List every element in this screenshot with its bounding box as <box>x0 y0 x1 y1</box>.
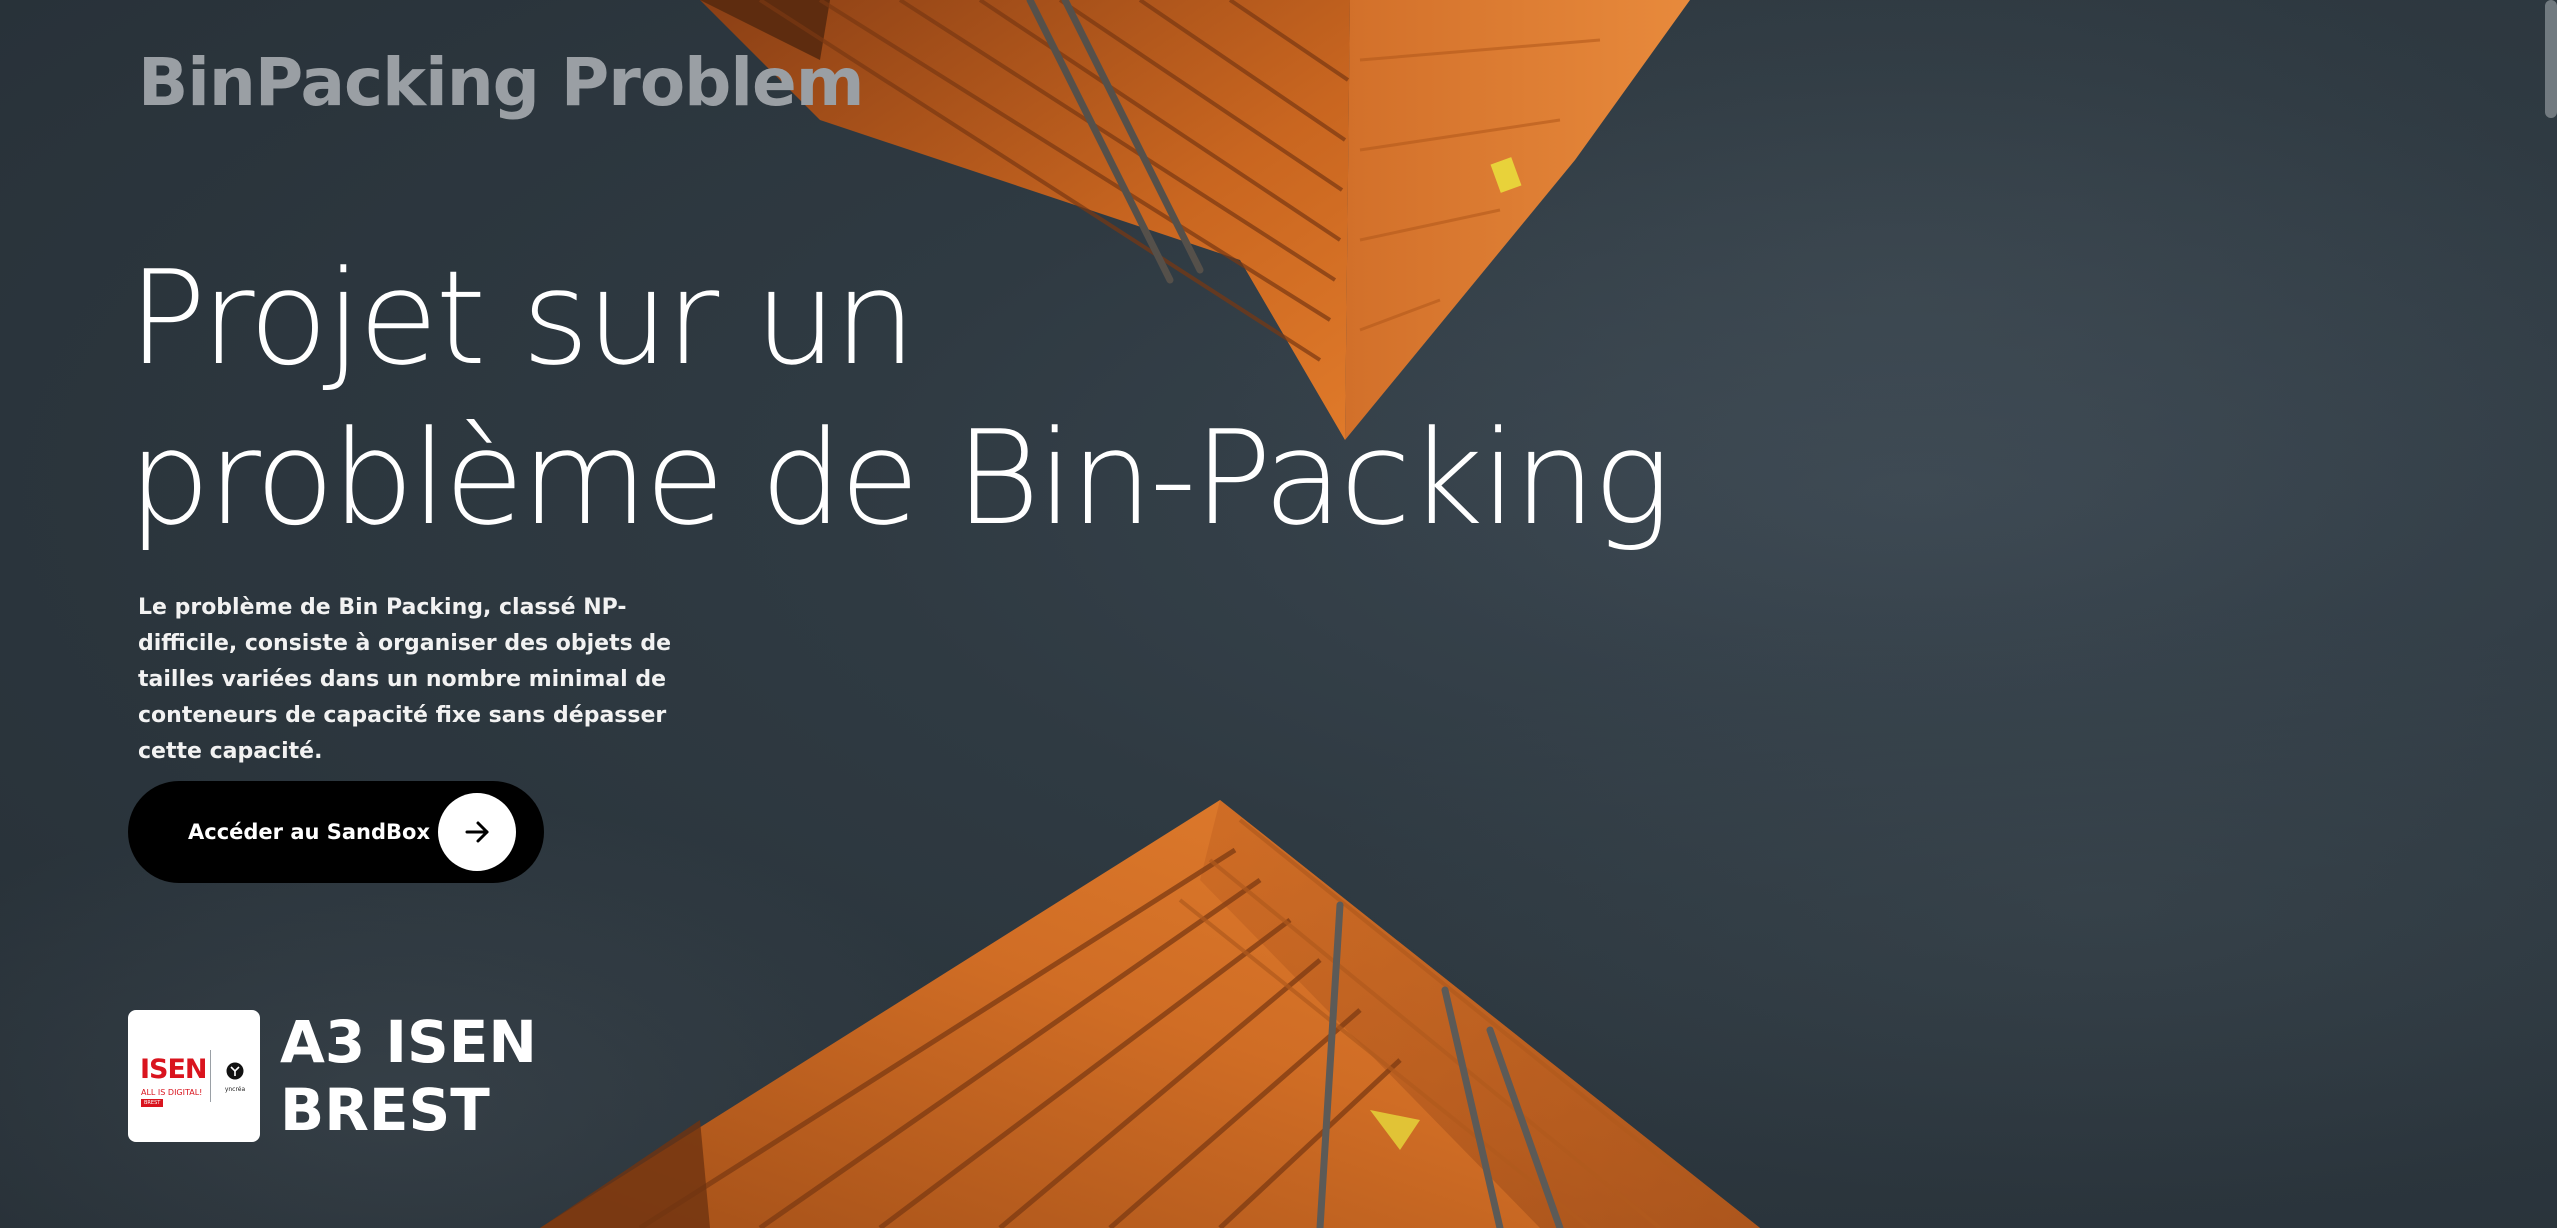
yncrea-icon <box>226 1062 244 1080</box>
scrollbar-thumb[interactable] <box>2545 0 2557 118</box>
headline-line-1: Projet sur un <box>128 242 916 394</box>
logo-divider <box>210 1050 211 1102</box>
isen-logo-text: ISEN <box>140 1054 208 1085</box>
sandbox-button-label: Accéder au SandBox <box>188 820 431 844</box>
sandbox-button[interactable]: Accéder au SandBox <box>128 781 544 883</box>
hero-headline: Projet sur un problème de Bin-Packing <box>128 238 1828 558</box>
yncrea-logo: yncréa <box>218 1062 252 1093</box>
isen-logo-tagline: ALL IS DIGITAL! <box>141 1088 203 1097</box>
site-brand[interactable]: BinPacking Problem <box>138 44 865 121</box>
headline-line-2: problème de Bin-Packing <box>128 402 1671 554</box>
school-name-line-2: BREST <box>280 1076 490 1144</box>
school-name-line-1: A3 ISEN <box>280 1008 537 1076</box>
isen-logo-city: BREST <box>141 1099 164 1107</box>
isen-logo[interactable]: ISEN ALL IS DIGITAL! BREST yncréa <box>128 1010 260 1142</box>
yncrea-text: yncréa <box>224 1086 246 1093</box>
arrow-right-icon[interactable] <box>438 793 516 871</box>
school-name: A3 ISEN BREST <box>280 1008 580 1144</box>
hero-description: Le problème de Bin Packing, classé NP-di… <box>138 595 672 764</box>
school-block: ISEN ALL IS DIGITAL! BREST yncréa A3 ISE… <box>128 1008 580 1144</box>
